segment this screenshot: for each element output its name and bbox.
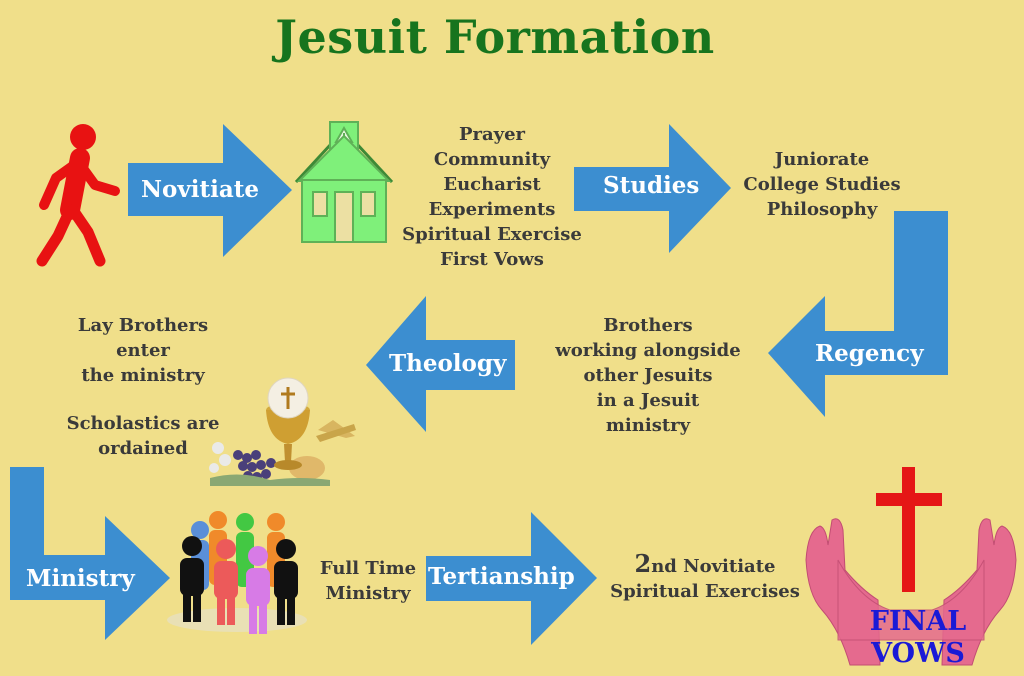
list-item: Ministry	[325, 583, 411, 604]
theology-items-2: Scholastics are ordained	[48, 411, 238, 461]
walking-person-icon	[36, 124, 120, 267]
ministry-arrow	[10, 467, 170, 640]
ministry-items: Full Time Ministry	[308, 556, 428, 606]
list-item: Spiritual Exercise	[402, 224, 582, 245]
list-item: Eucharist	[443, 174, 541, 195]
list-item: Juniorate	[774, 149, 870, 170]
page-title: Jesuit Formation	[275, 10, 715, 64]
studies-items: Juniorate College Studies Philosophy	[732, 147, 912, 222]
novitiate-arrow	[128, 124, 292, 257]
list-item: the ministry	[81, 365, 205, 386]
chalice-icon	[209, 377, 356, 486]
list-item: First Vows	[440, 249, 544, 270]
regency-arrow	[768, 211, 948, 417]
list-item: ordained	[98, 438, 188, 459]
final-vows-label: FINAL VOWS	[848, 606, 988, 670]
open-hands-icon	[805, 518, 1017, 666]
list-item: Experiments	[428, 199, 556, 220]
list-item: in a Jesuit	[596, 390, 700, 411]
list-item: working alongside	[555, 340, 741, 361]
list-item: Community	[433, 149, 551, 170]
list-item: Scholastics are	[66, 413, 220, 434]
list-item: ministry	[605, 415, 691, 436]
regency-items: Brothers working alongside other Jesuits…	[548, 313, 748, 438]
studies-arrow	[574, 124, 731, 253]
novitiate-items: Prayer Community Eucharist Experiments S…	[392, 122, 592, 272]
final-vows-line: VOWS	[871, 638, 965, 669]
list-item: Lay Brothers	[77, 315, 209, 336]
list-item: Spiritual Exercises	[610, 581, 800, 602]
novitiate-label: Novitiate	[141, 176, 259, 203]
ordinal-number: 2	[634, 549, 652, 578]
theology-items: Lay Brothers enter the ministry	[48, 313, 238, 388]
group-people-icon	[167, 511, 307, 634]
list-item: enter	[116, 340, 170, 361]
novitiate-house-icon	[294, 121, 394, 243]
regency-label: Regency	[815, 340, 924, 367]
ordinal-text: nd Novitiate	[651, 556, 776, 577]
list-item: Philosophy	[766, 199, 878, 220]
theology-label: Theology	[389, 350, 507, 377]
studies-label: Studies	[603, 172, 700, 199]
theology-arrow	[366, 296, 515, 432]
tertianship-label: Tertianship	[428, 563, 575, 590]
list-item: other Jesuits	[583, 365, 713, 386]
list-item: Prayer	[458, 124, 526, 145]
cross-icon	[876, 467, 942, 592]
tertianship-items: 2nd Novitiate Spiritual Exercises	[598, 551, 812, 604]
list-item: College Studies	[743, 174, 901, 195]
list-item: Brothers	[603, 315, 693, 336]
tertianship-arrow	[426, 512, 597, 645]
list-item: Full Time	[319, 558, 417, 579]
final-vows-line: FINAL	[869, 606, 967, 637]
list-item: 2nd Novitiate	[598, 551, 812, 579]
ministry-label: Ministry	[26, 565, 135, 592]
